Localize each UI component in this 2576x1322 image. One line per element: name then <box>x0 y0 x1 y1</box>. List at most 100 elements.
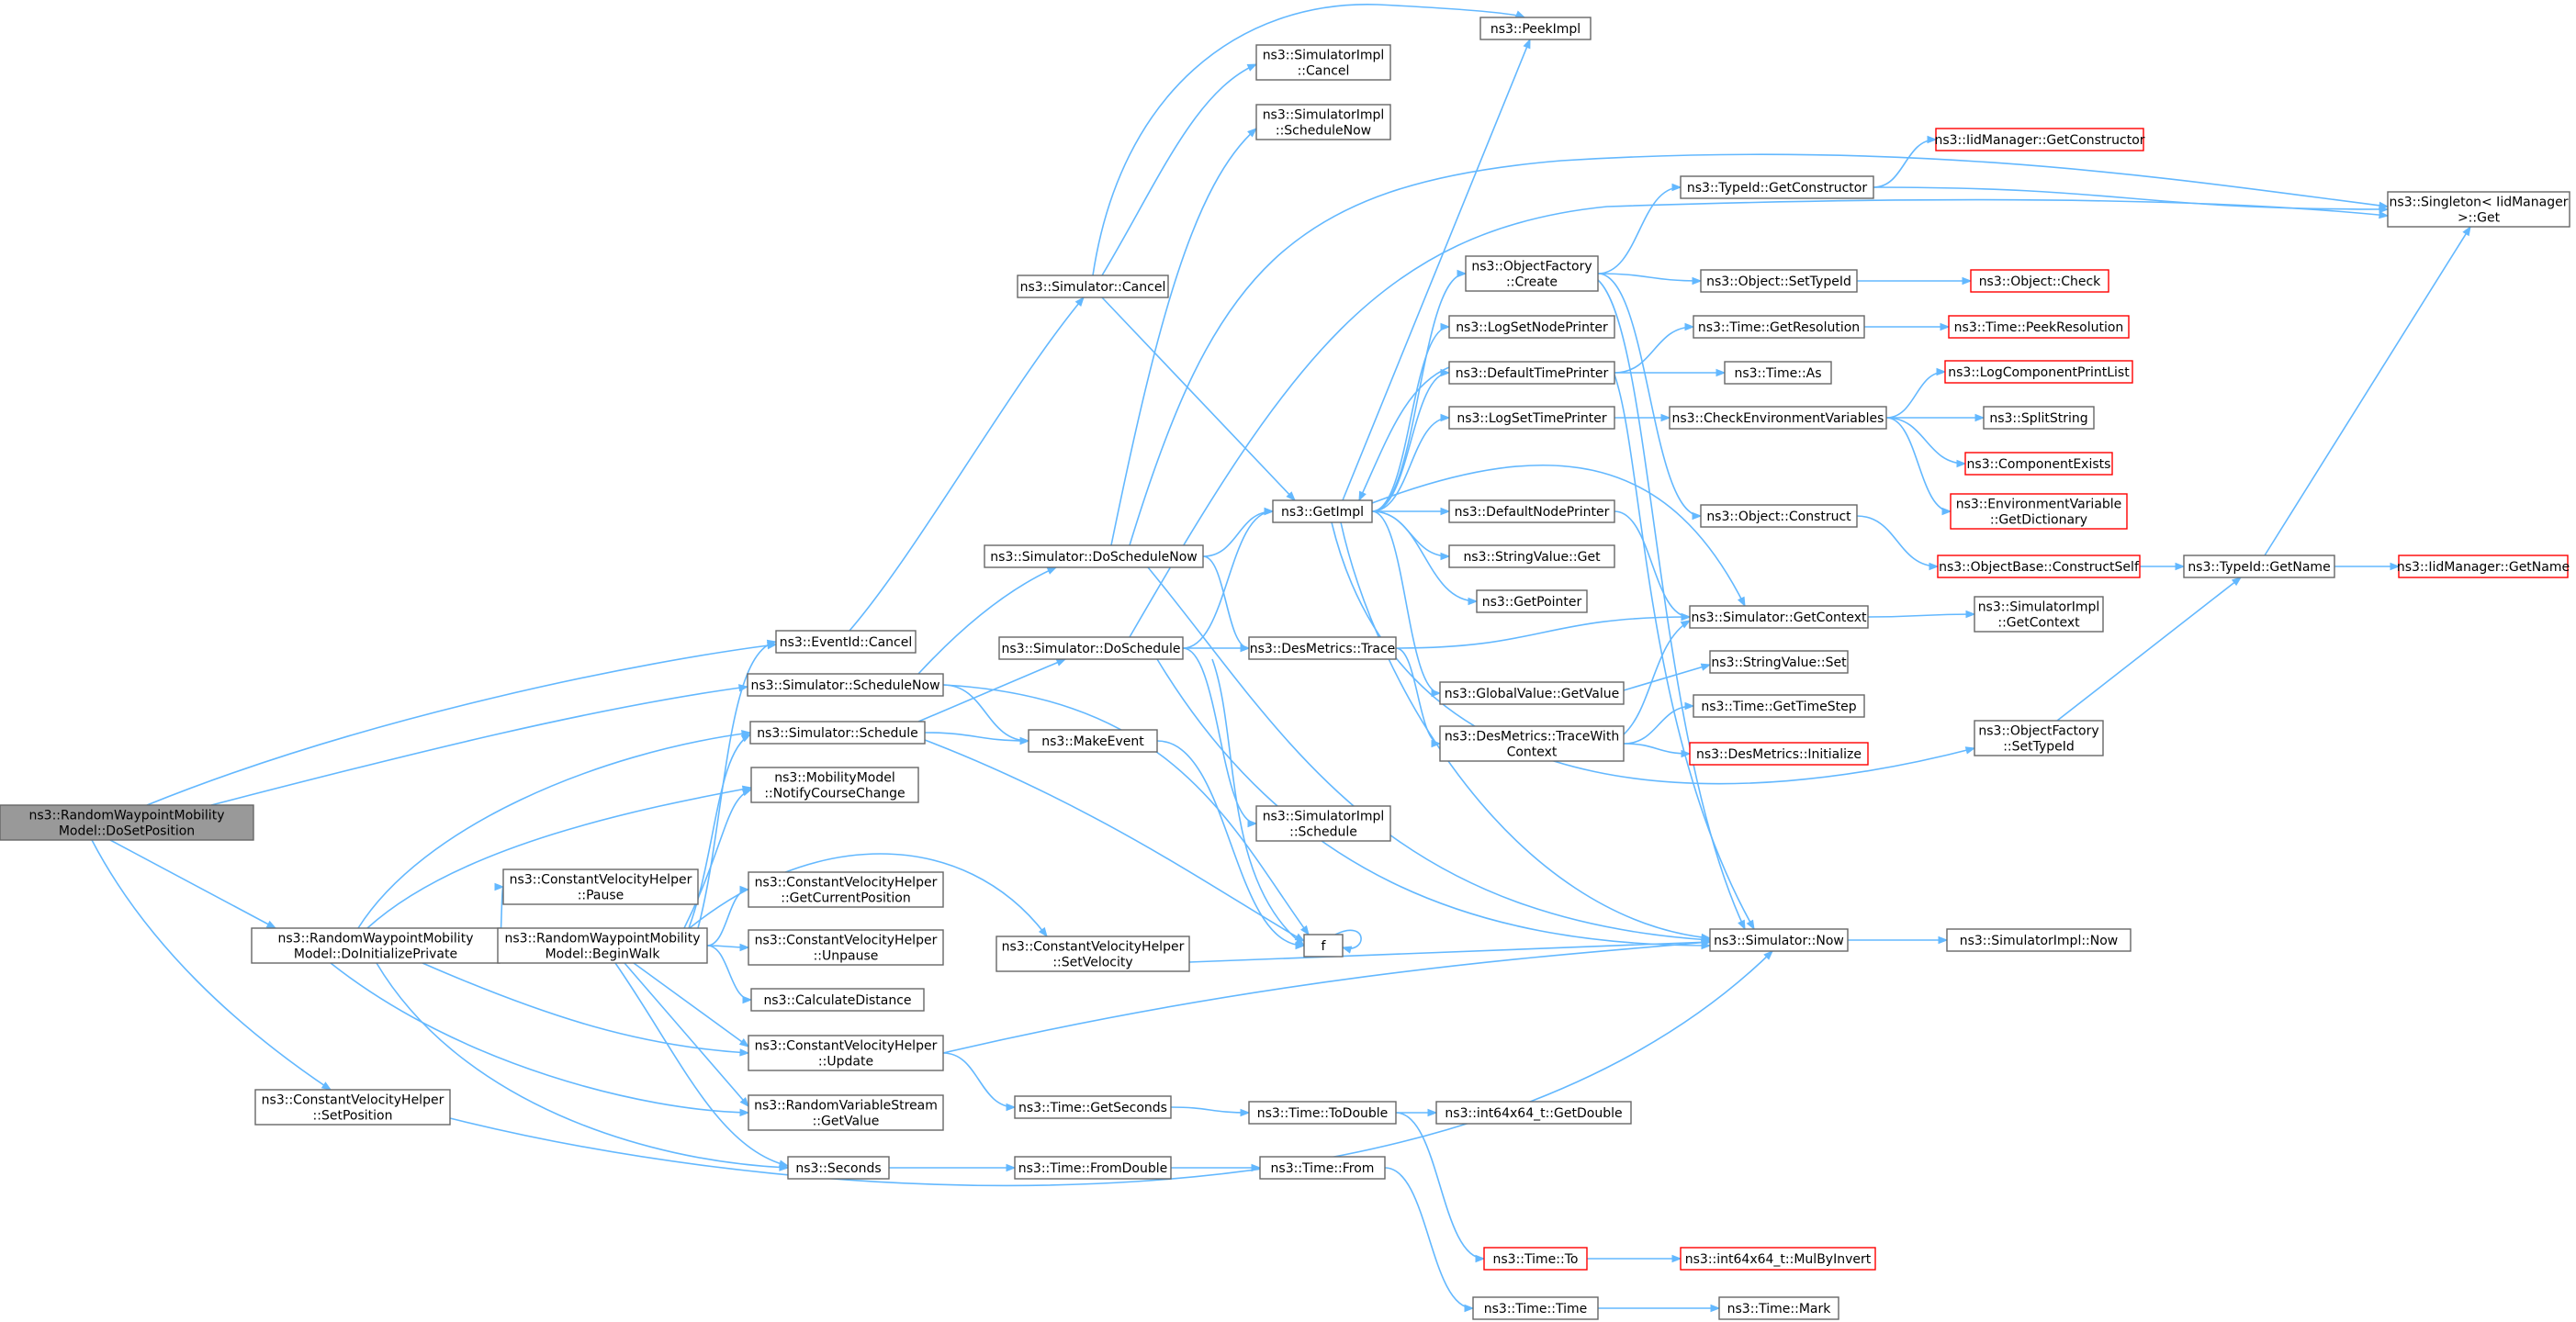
node-box <box>1974 720 2104 756</box>
node-makeevent[interactable]: ns3::MakeEvent <box>1028 729 1158 753</box>
node-time_mark[interactable]: ns3::Time::Mark <box>1718 1296 1839 1320</box>
node-label: ns3::SimulatorImpl <box>1263 49 1385 63</box>
node-calcdist[interactable]: ns3::CalculateDistance <box>750 988 925 1012</box>
node-logcomp_printlist[interactable]: ns3::LogComponentPrintList <box>1944 360 2133 384</box>
node-box <box>984 544 1204 568</box>
node-splitstring[interactable]: ns3::SplitString <box>1983 406 2095 430</box>
node-label: ns3::GlobalValue::GetValue <box>1445 687 1619 701</box>
node-defaultnode[interactable]: ns3::DefaultNodePrinter <box>1448 499 1615 523</box>
node-cvh_setvel[interactable]: ns3::ConstantVelocityHelper::SetVelocity <box>996 935 1190 972</box>
node-time_getres[interactable]: ns3::Time::GetResolution <box>1693 315 1865 339</box>
call-edge-dosetpos-to-doinit <box>109 839 277 929</box>
node-box <box>747 673 944 697</box>
node-box <box>748 1094 944 1131</box>
node-rvs_get[interactable]: ns3::RandomVariableStream::GetValue <box>748 1094 944 1131</box>
call-edge-trace_with_ctx-to-time_getstep <box>1623 701 1695 745</box>
node-getimpl[interactable]: ns3::GetImpl <box>1272 499 1373 523</box>
call-edge-logsettime-to-checkenv <box>1614 413 1671 422</box>
node-time_peekres[interactable]: ns3::Time::PeekResolution <box>1948 315 2130 339</box>
node-label: ns3::Simulator::Now <box>1714 934 1844 948</box>
node-iidmgr_getctor[interactable]: ns3::IidManager::GetConstructor <box>1934 128 2145 151</box>
node-box <box>1448 361 1615 385</box>
node-sim_schednow[interactable]: ns3::Simulator::ScheduleNow <box>747 673 944 697</box>
call-edge-seconds-to-fromdouble <box>889 1163 1017 1172</box>
node-cvh_update[interactable]: ns3::ConstantVelocityHelper::Update <box>748 1035 944 1071</box>
node-simimpl_schednow[interactable]: ns3::SimulatorImpl::ScheduleNow <box>1255 104 1391 140</box>
node-label: ns3::Simulator::GetContext <box>1691 611 1867 625</box>
node-stringvalue_set[interactable]: ns3::StringValue::Set <box>1709 650 1849 674</box>
node-time_to[interactable]: ns3::Time::To <box>1483 1247 1588 1271</box>
call-edge-checkenv-to-logcomp_printlist <box>1885 367 1947 419</box>
node-stringvalue_get[interactable]: ns3::StringValue::Get <box>1448 544 1615 568</box>
node-peekimpl[interactable]: ns3::PeekImpl <box>1479 17 1592 40</box>
node-time_from[interactable]: ns3::Time::From <box>1259 1156 1386 1180</box>
node-desmetrics_trace[interactable]: ns3::DesMetrics::Trace <box>1248 636 1397 660</box>
node-object_construct[interactable]: ns3::Object::Construct <box>1700 504 1858 528</box>
node-seconds[interactable]: ns3::Seconds <box>787 1156 890 1180</box>
node-doinit[interactable]: ns3::RandomWaypointMobilityModel::DoInit… <box>251 927 501 964</box>
node-getpointer[interactable]: ns3::GetPointer <box>1476 589 1588 613</box>
node-simimpl_getctx[interactable]: ns3::SimulatorImpl::GetContext <box>1974 596 2104 633</box>
node-envvar_getdict[interactable]: ns3::EnvironmentVariable::GetDictionary <box>1950 493 2128 530</box>
node-simimpl_sched[interactable]: ns3::SimulatorImpl::Schedule <box>1255 805 1391 842</box>
node-sim_now[interactable]: ns3::Simulator::Now <box>1709 928 1849 952</box>
node-box <box>1248 636 1397 660</box>
node-simimpl_cancel[interactable]: ns3::SimulatorImpl::Cancel <box>1255 44 1391 81</box>
node-defaulttime[interactable]: ns3::DefaultTimePrinter <box>1448 361 1615 385</box>
node-getseconds[interactable]: ns3::Time::GetSeconds <box>1014 1095 1172 1119</box>
node-label: ::SetTypeId <box>2003 740 2075 755</box>
node-singleton_get[interactable]: ns3::Singleton< IidManager >::Get <box>2387 191 2570 228</box>
node-sim_cancel[interactable]: ns3::Simulator::Cancel <box>1017 274 1169 298</box>
node-sim_getctx[interactable]: ns3::Simulator::GetContext <box>1689 605 1869 629</box>
node-typeid_getname[interactable]: ns3::TypeId::GetName <box>2183 555 2335 578</box>
node-objfactory_create[interactable]: ns3::ObjectFactory::Create <box>1465 255 1599 292</box>
node-object_settypeid[interactable]: ns3::Object::SetTypeId <box>1700 269 1858 293</box>
node-todouble[interactable]: ns3::Time::ToDouble <box>1248 1101 1397 1125</box>
node-sim_sched[interactable]: ns3::Simulator::Schedule <box>749 721 926 745</box>
node-sim_dosched[interactable]: ns3::Simulator::DoSchedule <box>998 636 1184 660</box>
node-simimpl_now[interactable]: ns3::SimulatorImpl::Now <box>1946 928 2132 952</box>
node-logsetnode[interactable]: ns3::LogSetNodePrinter <box>1448 315 1615 339</box>
node-cvh_pause[interactable]: ns3::ConstantVelocityHelper::Pause <box>502 868 699 905</box>
node-time_time[interactable]: ns3::Time::Time <box>1472 1296 1599 1320</box>
node-beginwalk[interactable]: ns3::RandomWaypointMobilityModel::BeginW… <box>497 927 708 964</box>
node-compexists[interactable]: ns3::ComponentExists <box>1964 452 2113 476</box>
call-edge-sim_dosched-to-desmetrics_trace <box>1183 644 1251 653</box>
node-objfactory_settypeid[interactable]: ns3::ObjectFactory::SetTypeId <box>1974 720 2104 756</box>
node-label: ns3::PeekImpl <box>1490 22 1580 37</box>
node-cvh_unpause[interactable]: ns3::ConstantVelocityHelper::Unpause <box>748 929 944 966</box>
node-box <box>1479 17 1592 40</box>
node-sim_doschednow[interactable]: ns3::Simulator::DoScheduleNow <box>984 544 1204 568</box>
node-label: ns3::ObjectFactory <box>1978 724 2098 739</box>
call-edge-sim_now-to-simimpl_now <box>1847 935 1949 945</box>
node-label: ns3::Seconds <box>795 1161 881 1176</box>
call-edge-evcancel-to-sim_cancel <box>849 296 1085 632</box>
node-time_getstep[interactable]: ns3::Time::GetTimeStep <box>1693 694 1865 718</box>
node-label: ns3::ConstantVelocityHelper <box>262 1093 444 1108</box>
node-globalvalue_get[interactable]: ns3::GlobalValue::GetValue <box>1439 681 1625 705</box>
call-edge-cvh_setvel-to-sim_now <box>1188 938 1712 963</box>
node-int64_getdouble[interactable]: ns3::int64x64_t::GetDouble <box>1435 1101 1632 1125</box>
node-dosetpos[interactable]: ns3::RandomWaypointMobilityModel::DoSetP… <box>0 804 254 841</box>
call-edge-object_settypeid-to-object_check <box>1857 276 1973 286</box>
node-label: ns3::Time::ToDouble <box>1257 1106 1389 1121</box>
node-cvh_getcur[interactable]: ns3::ConstantVelocityHelper::GetCurrentP… <box>748 871 944 908</box>
node-object_check[interactable]: ns3::Object::Check <box>1970 269 2109 293</box>
node-time_as[interactable]: ns3::Time::As <box>1724 361 1832 385</box>
node-cvh_setpos[interactable]: ns3::ConstantVelocityHelper::SetPosition <box>254 1089 451 1126</box>
node-logsettime[interactable]: ns3::LogSetTimePrinter <box>1448 406 1615 430</box>
node-checkenv[interactable]: ns3::CheckEnvironmentVariables <box>1669 406 1887 430</box>
call-edge-checkenv-to-compexists <box>1885 417 1967 468</box>
node-typeid_getctor[interactable]: ns3::TypeId::GetConstructor <box>1680 175 1874 199</box>
node-iidmgr_getname[interactable]: ns3::IidManager::GetName <box>2397 555 2570 578</box>
node-desmetrics_init[interactable]: ns3::DesMetrics::Initialize <box>1689 742 1869 766</box>
node-objbase_constructself[interactable]: ns3::ObjectBase::ConstructSelf <box>1937 555 2141 578</box>
node-evcancel[interactable]: ns3::EventId::Cancel <box>775 630 917 654</box>
call-edge-typeid_getctor-to-singleton_get <box>1873 186 2390 214</box>
node-f[interactable]: f <box>1303 934 1344 958</box>
node-notify[interactable]: ns3::MobilityModel::NotifyCourseChange <box>750 767 919 803</box>
node-int64_mulbyinvert[interactable]: ns3::int64x64_t::MulByInvert <box>1680 1247 1876 1271</box>
node-fromdouble[interactable]: ns3::Time::FromDouble <box>1014 1156 1172 1180</box>
node-box <box>748 929 944 966</box>
